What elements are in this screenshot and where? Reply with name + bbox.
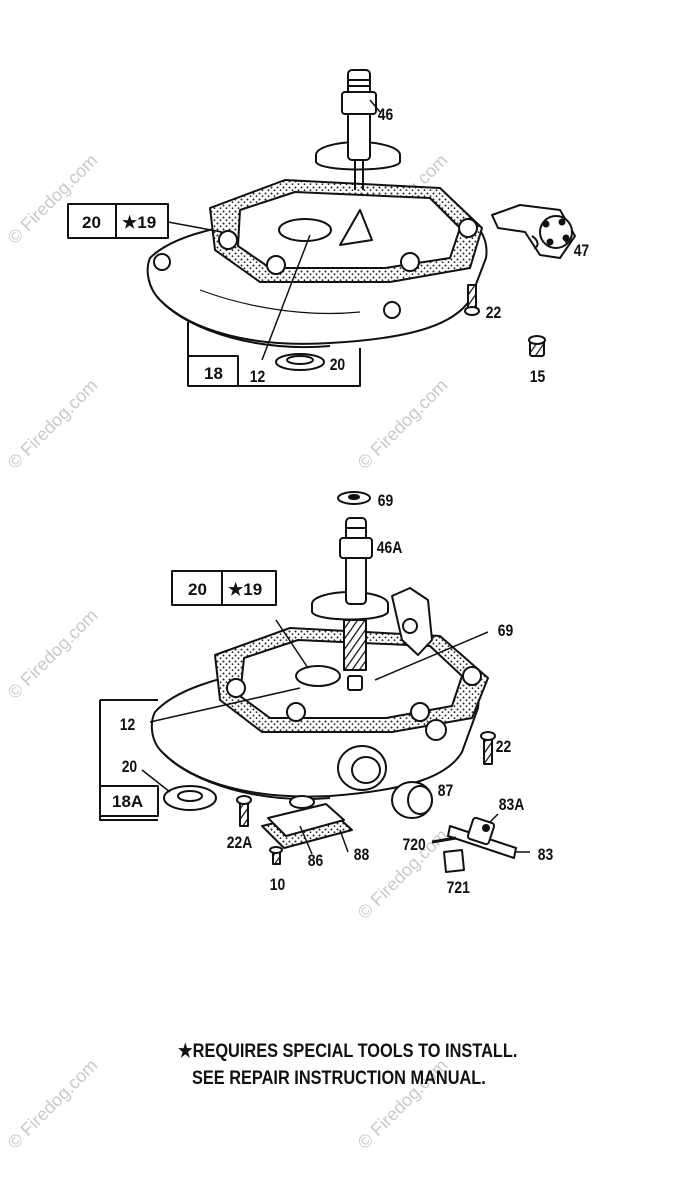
oil-seal-20-lower xyxy=(163,785,217,811)
part-label-83A: 83A xyxy=(499,796,525,815)
leader-lines-lower xyxy=(141,619,530,855)
part-label-12: 12 xyxy=(120,716,136,735)
upper-assembly xyxy=(67,69,576,387)
part-label-20: 20 xyxy=(122,758,137,777)
box-frame-upper xyxy=(67,203,361,387)
bolt-22-upper xyxy=(464,284,480,316)
note-line-2: SEE REPAIR INSTRUCTION MANUAL. xyxy=(192,1068,486,1089)
part-label-47: 47 xyxy=(574,242,589,261)
camshaft-lower xyxy=(345,517,367,605)
part-label-721: 721 xyxy=(447,879,471,898)
part-label-22: 22 xyxy=(496,738,512,757)
box-label-18: 18 xyxy=(204,364,223,383)
part-label-46: 46 xyxy=(378,106,394,125)
part-label-20: 20 xyxy=(330,356,345,375)
bushing-87 xyxy=(391,781,433,819)
box-label-20: 20 xyxy=(188,580,207,599)
part-label-46A: 46A xyxy=(377,539,403,558)
plate-86 xyxy=(267,803,345,837)
bolt-22A xyxy=(236,795,252,827)
oil-seal-20-upper xyxy=(275,353,325,371)
plug-15 xyxy=(528,335,546,357)
part-label-720: 720 xyxy=(403,836,426,855)
box-frame-lower xyxy=(99,570,277,821)
shaft-83 xyxy=(447,816,517,859)
part-label-87: 87 xyxy=(438,782,453,801)
lower-assembly xyxy=(99,491,530,873)
watermark: © Firedog.com xyxy=(4,375,102,473)
part-label-69: 69 xyxy=(498,622,514,641)
box-label-star-19: ★19 xyxy=(228,580,262,599)
box-label-20: 20 xyxy=(82,213,101,232)
governor-assembly-47 xyxy=(491,204,576,259)
governor-lower xyxy=(391,587,433,656)
part-label-10: 10 xyxy=(270,876,285,895)
watermark: © Firedog.com xyxy=(4,605,102,703)
box-label-18A: 18A xyxy=(112,792,143,811)
note-line-1: ★REQUIRES SPECIAL TOOLS TO INSTALL. xyxy=(178,1041,518,1062)
lower-labels: 20 ★19 18A 69 46A 69 12 20 22 87 83A 720… xyxy=(112,492,554,898)
pin-720 xyxy=(431,836,457,844)
bolt-10 xyxy=(269,846,283,865)
watermark: © Firedog.com xyxy=(4,1055,102,1153)
part-label-83: 83 xyxy=(538,846,554,865)
upper-labels: 20 ★19 18 46 47 22 12 20 15 xyxy=(82,106,589,387)
watermark: © Firedog.com xyxy=(354,375,452,473)
part-label-22A: 22A xyxy=(227,834,253,853)
leader-lines-upper xyxy=(167,99,572,361)
part-label-12: 12 xyxy=(250,368,266,387)
part-label-15: 15 xyxy=(530,368,546,387)
part-label-86: 86 xyxy=(308,852,324,871)
part-label-88: 88 xyxy=(354,846,370,865)
part-label-69-top: 69 xyxy=(378,492,394,511)
clip-721 xyxy=(443,849,465,873)
bolt-22-lower xyxy=(480,731,496,765)
part-label-22: 22 xyxy=(486,304,502,323)
box-label-star-19: ★19 xyxy=(122,213,156,232)
